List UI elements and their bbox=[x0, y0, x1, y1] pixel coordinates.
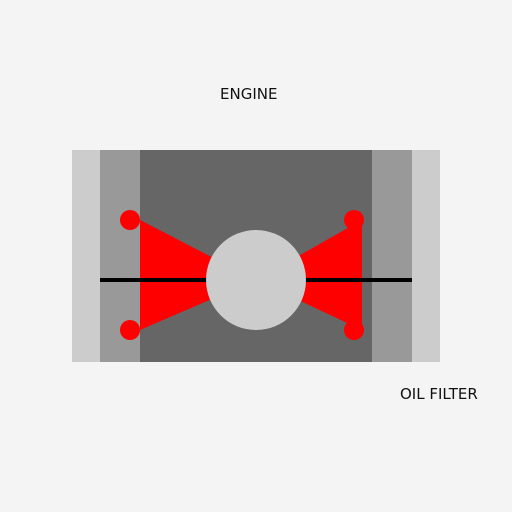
right-bottom-knob bbox=[344, 320, 364, 340]
central-hub bbox=[206, 230, 306, 330]
right-top-knob bbox=[344, 210, 364, 230]
oil-filter-label: OIL FILTER bbox=[400, 385, 478, 403]
right-arm bbox=[256, 220, 362, 330]
left-bottom-knob bbox=[120, 320, 140, 340]
right-side-panel bbox=[372, 150, 412, 362]
left-arm bbox=[140, 220, 256, 330]
engine-label: ENGINE bbox=[220, 85, 278, 103]
left-top-knob bbox=[120, 210, 140, 230]
